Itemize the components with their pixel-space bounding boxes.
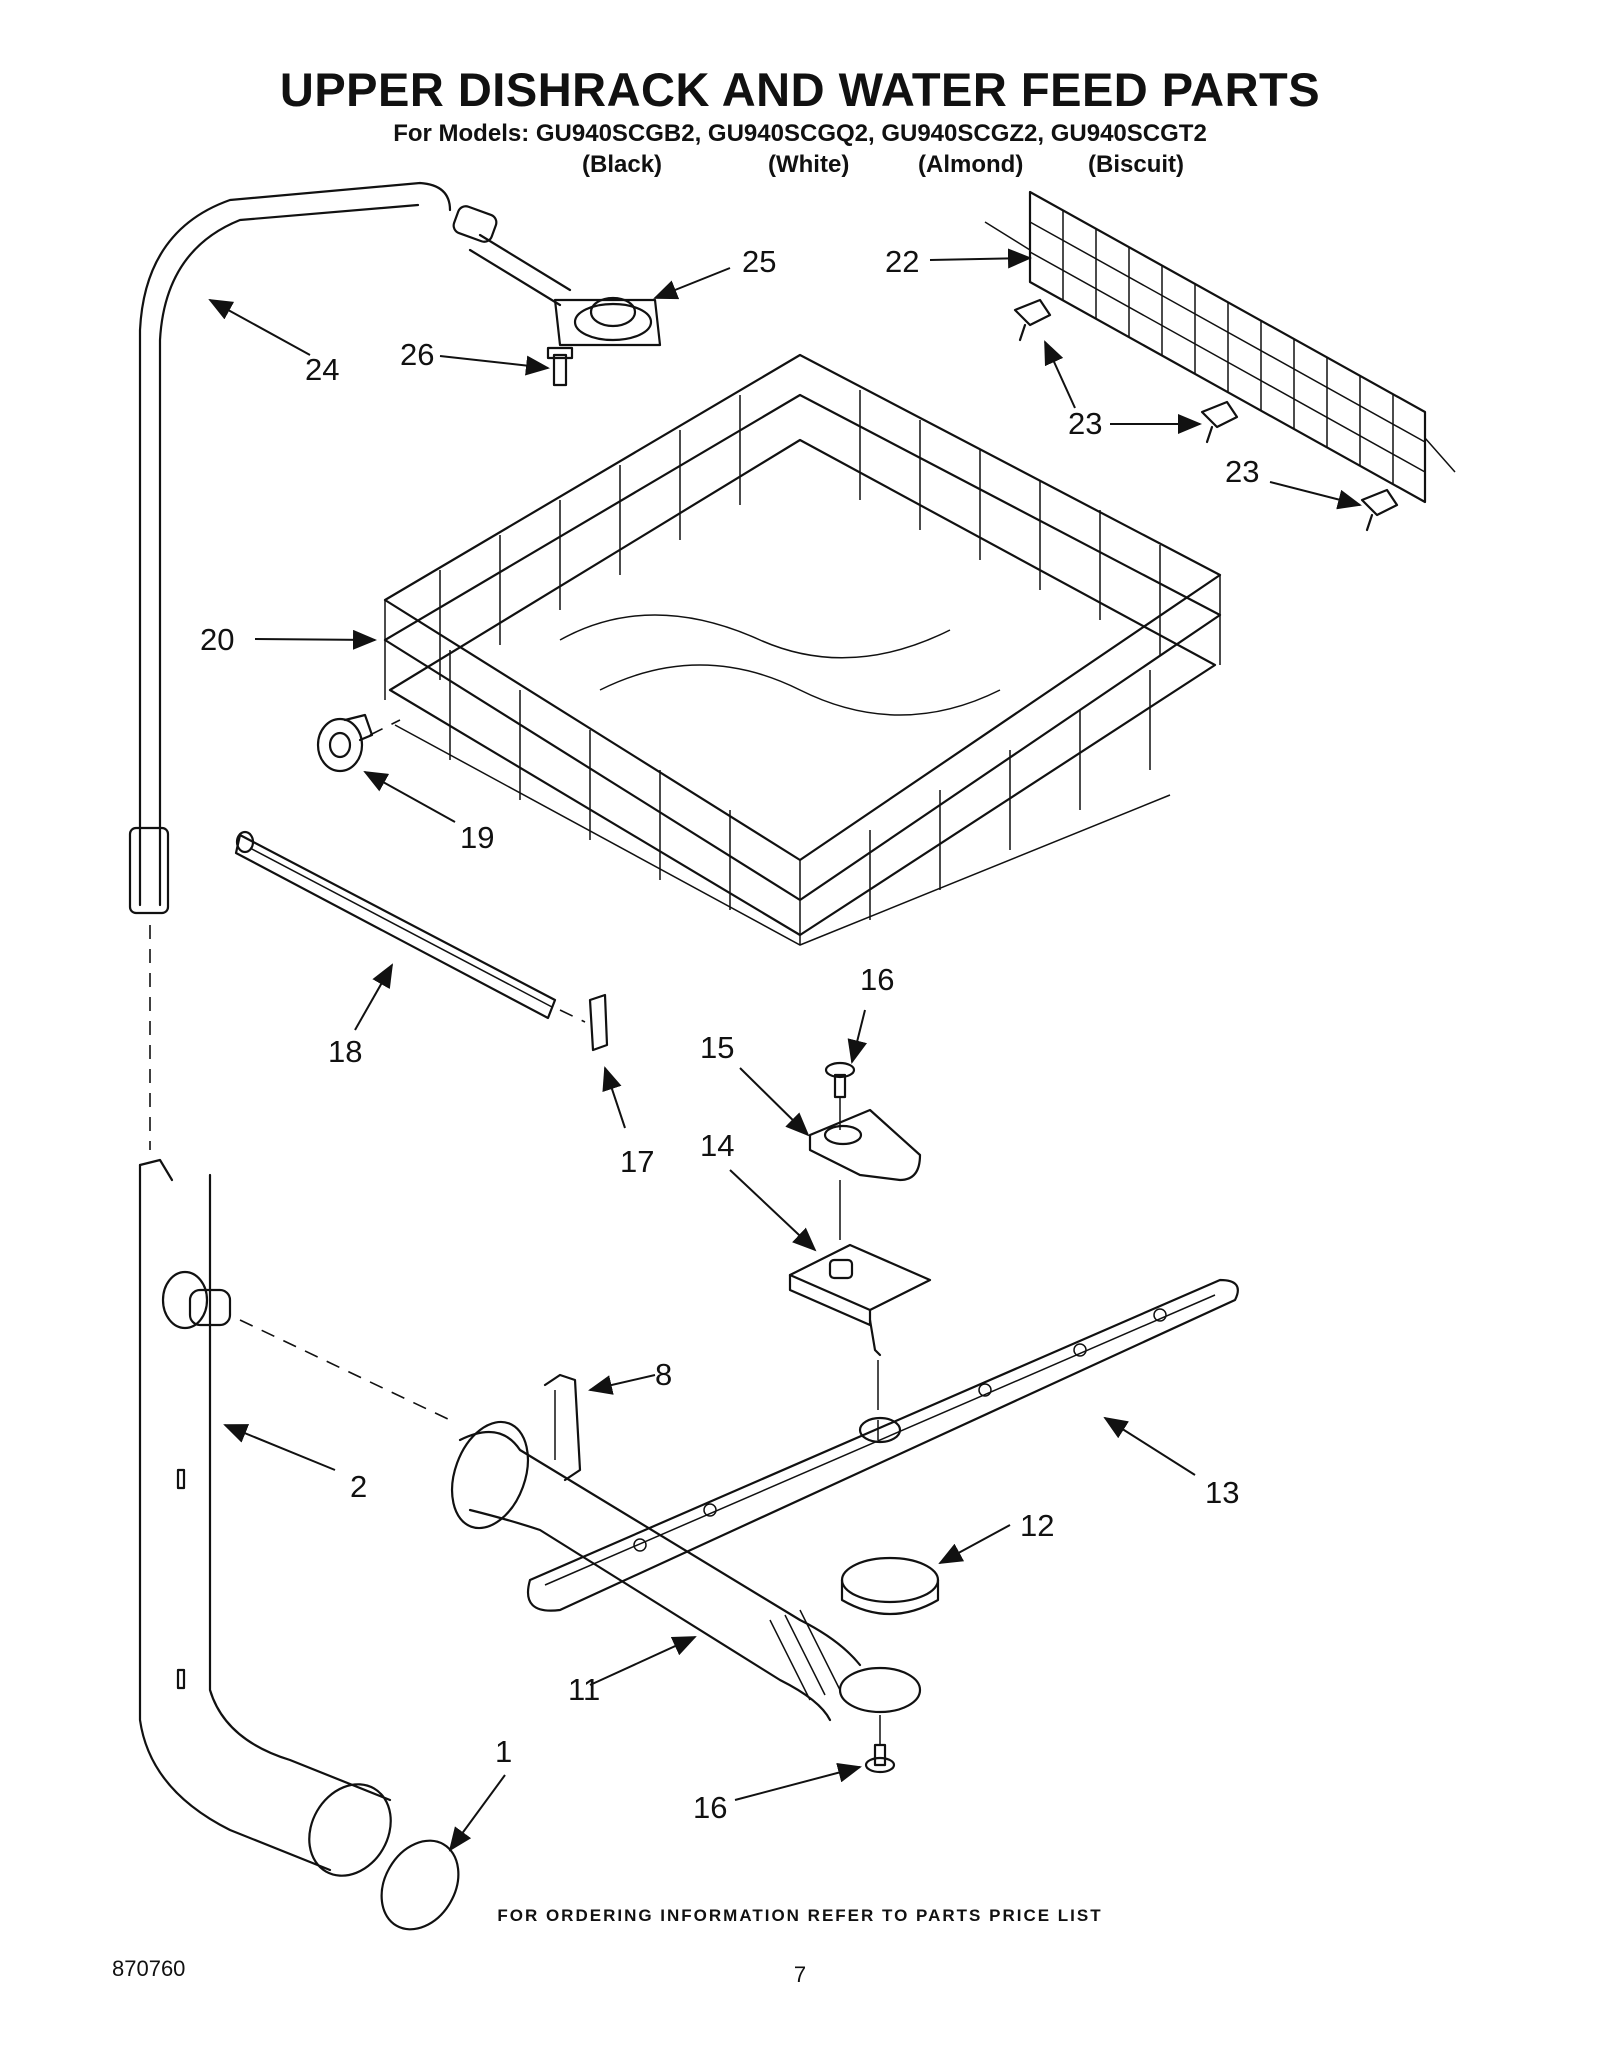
part-22-tine-grid [984,190,1456,504]
callout-16-upper: 16 [860,962,894,997]
callout-labels: 25 22 24 26 23 23 20 19 16 15 18 17 14 8… [200,244,1259,1825]
callout-24: 24 [305,352,339,387]
color-label-biscuit: (Biscuit) [1088,151,1184,178]
models-line: For Models: GU940SCGB2, GU940SCGQ2, GU94… [393,120,1207,147]
part-13-spray-arm [526,1278,1239,1612]
part-15-bearing [808,1108,922,1182]
callout-14: 14 [700,1128,734,1163]
part-20-upper-dishrack [383,353,1222,946]
document-number: 870760 [112,1956,186,1981]
callout-12: 12 [1020,1508,1054,1543]
page-number: 7 [793,1962,807,1987]
part-23-clips [1013,298,1399,532]
part-1-gasket [380,1839,460,1931]
callout-20: 20 [200,622,234,657]
part-8-bracket [543,1373,582,1482]
callout-19: 19 [460,820,494,855]
callout-18: 18 [328,1034,362,1069]
callout-13: 13 [1205,1475,1239,1510]
callout-22: 22 [885,244,919,279]
page-title: UPPER DISHRACK AND WATER FEED PARTS [279,63,1321,116]
part-14-mount-bracket [788,1180,932,1410]
part-11-manifold [451,1420,922,1722]
ordering-note: FOR ORDERING INFORMATION REFER TO PARTS … [497,1906,1103,1925]
part-17-rail-clip [588,993,609,1052]
color-label-almond: (Almond) [918,151,1024,178]
color-label-black: (Black) [582,151,663,178]
callout-23-a: 23 [1068,406,1102,441]
part-25-spray-nozzle [468,233,662,347]
part-18-rack-rail [234,830,586,1023]
color-label-white: (White) [768,151,850,178]
part-24-upper-feed-tube [128,181,498,1150]
part-12-ring [840,1556,940,1615]
callout-26: 26 [400,337,434,372]
callout-8: 8 [655,1357,672,1392]
callout-16-lower: 16 [693,1790,727,1825]
leader-lines [208,248,1362,1852]
part-19-rack-wheel [316,713,401,773]
callout-1: 1 [495,1734,512,1769]
callout-15: 15 [700,1030,734,1065]
callout-11: 11 [568,1672,600,1707]
part-26-screw [546,346,574,387]
part-16-screw-lower [864,1715,896,1774]
part-16-screw-upper [824,1061,856,1130]
callout-25: 25 [742,244,776,279]
callout-23-b: 23 [1225,454,1259,489]
callout-2: 2 [350,1469,367,1504]
callout-17: 17 [620,1144,654,1179]
part-2-lower-feed-tube [138,1158,451,1877]
